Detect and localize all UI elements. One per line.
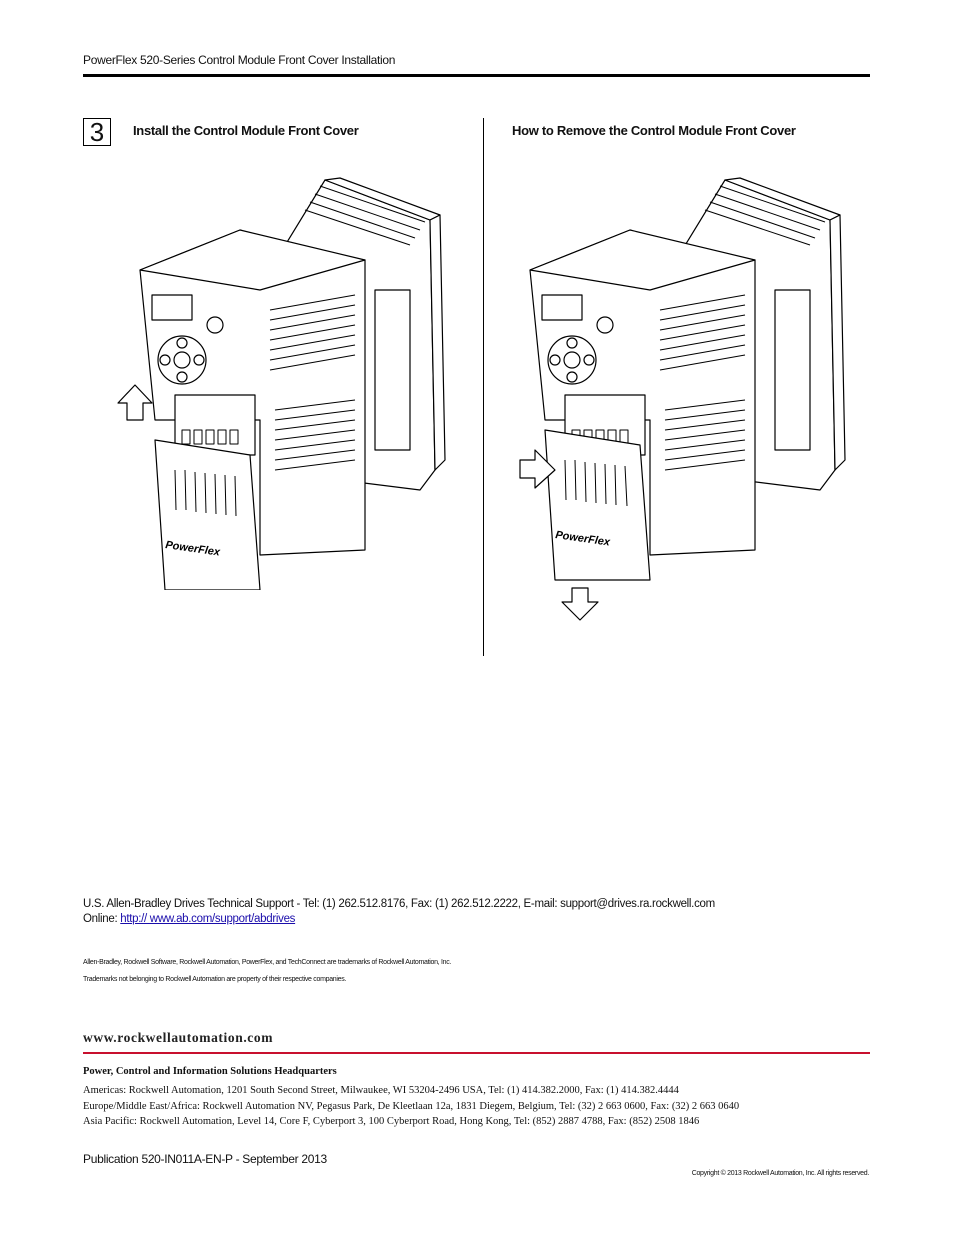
install-cover-illustration: PowerFlex [117, 177, 446, 590]
online-label: Online: [83, 913, 118, 925]
support-website-link[interactable]: http:// www.ab.com/support/abdrives [120, 913, 296, 925]
remove-cover-illustration: PowerFlex [519, 177, 846, 621]
address-emea: Europe/Middle East/Africa: Rockwell Auto… [83, 1101, 740, 1112]
publication-number: Publication 520-IN011A-EN-P - September … [83, 1152, 327, 1166]
copyright-notice: Copyright © 2013 Rockwell Automation, In… [691, 1170, 870, 1177]
trademark-disclaimer: Trademarks not belonging to Rockwell Aut… [83, 976, 347, 983]
header-rule [83, 74, 870, 77]
remove-heading: How to Remove the Control Module Front C… [512, 123, 796, 138]
headquarters-heading: Power, Control and Information Solutions… [83, 1066, 337, 1077]
rockwell-website[interactable]: www.rockwellautomation.com [83, 1030, 274, 1045]
address-apac: Asia Pacific: Rockwell Automation, Level… [83, 1116, 700, 1127]
trademark-notice: Allen-Bradley, Rockwell Software, Rockwe… [83, 959, 452, 966]
install-heading: Install the Control Module Front Cover [133, 123, 359, 138]
footer-red-rule [83, 1052, 870, 1054]
support-contact-line: U.S. Allen-Bradley Drives Technical Supp… [83, 898, 715, 910]
step-number-box: 3 [83, 118, 111, 146]
column-divider [483, 118, 484, 656]
running-header: PowerFlex 520-Series Control Module Fron… [83, 53, 396, 67]
online-line: Online: http:// www.ab.com/support/abdri… [83, 913, 295, 925]
address-americas: Americas: Rockwell Automation, 1201 Sout… [83, 1085, 679, 1096]
